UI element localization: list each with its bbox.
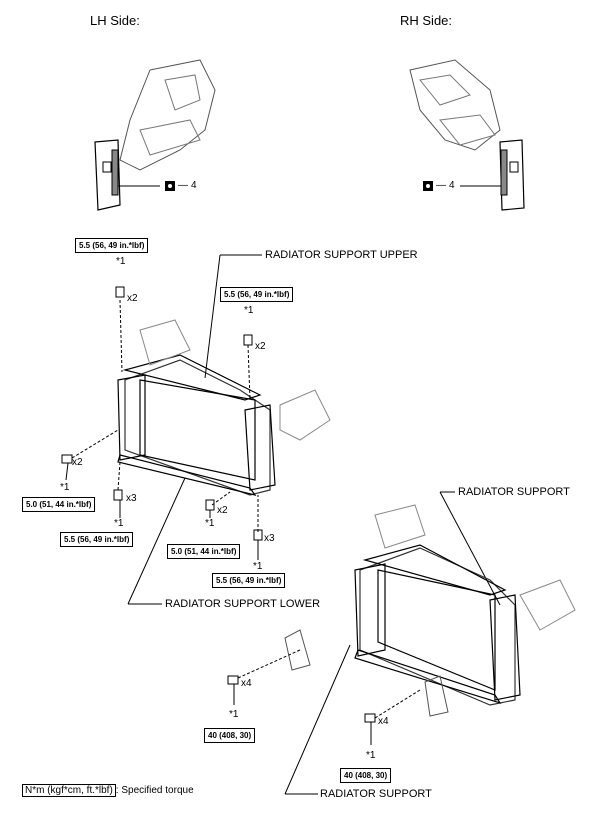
torque-spec-4: 5.5 (56, 49 in.*lbf) [60, 532, 134, 547]
upper-support-frame [117, 354, 276, 496]
qty-m2: x2 [255, 341, 266, 352]
label-radiator-support-bottom: RADIATOR SUPPORT [320, 788, 432, 800]
rh-side-label: RH Side: [400, 13, 453, 28]
qty-m4: x3 [126, 493, 137, 504]
note-marker-1: *1 [116, 256, 126, 267]
lh-bracket-drawing [94, 59, 216, 211]
legend-text: : Specified torque [115, 785, 194, 796]
torque-spec-1: 5.5 (56, 49 in.*lbf) [75, 238, 149, 253]
lh-callout: — 4 [165, 180, 197, 191]
label-radiator-support-lower: RADIATOR SUPPORT LOWER [165, 598, 321, 610]
note-marker-3: *1 [60, 482, 70, 493]
lh-side-label: LH Side: [90, 13, 140, 28]
lh-callout-dash: — [178, 180, 188, 191]
lh-callout-number: 4 [191, 180, 197, 191]
qty-m7: x4 [241, 678, 252, 689]
qty-m3: x2 [72, 457, 83, 468]
fastener-icon [423, 180, 433, 191]
label-radiator-support-upper: RADIATOR SUPPORT UPPER [265, 249, 418, 261]
legend-unit-box: N*m (kgf*cm, ft.*lbf) [22, 784, 116, 797]
fastener-icon [165, 180, 175, 191]
qty-m6: x3 [264, 533, 275, 544]
label-radiator-support-top: RADIATOR SUPPORT [458, 486, 570, 498]
note-marker-2: *1 [244, 305, 254, 316]
qty-m8: x4 [378, 716, 389, 727]
rh-callout: — 4 [423, 180, 455, 191]
rh-bracket-drawing [409, 59, 525, 211]
rh-callout-number: 4 [449, 180, 455, 191]
note-marker-8: *1 [366, 750, 376, 761]
note-marker-6: *1 [253, 561, 263, 572]
torque-spec-7: 40 (408, 30) [204, 728, 256, 743]
rh-callout-dash: — [436, 180, 446, 191]
torque-spec-6: 5.5 (56, 49 in.*lbf) [212, 573, 286, 588]
lower-support-frame [354, 544, 521, 706]
note-marker-5: *1 [205, 518, 215, 529]
qty-m1: x2 [127, 293, 138, 304]
note-marker-4: *1 [114, 518, 124, 529]
torque-spec-2: 5.5 (56, 49 in.*lbf) [220, 287, 294, 302]
torque-spec-5: 5.0 (51, 44 in.*lbf) [167, 544, 241, 559]
note-marker-7: *1 [229, 709, 239, 720]
qty-m5: x2 [217, 505, 228, 516]
torque-spec-8: 40 (408, 30) [340, 768, 392, 783]
torque-legend: N*m (kgf*cm, ft.*lbf): Specified torque [22, 784, 194, 797]
torque-spec-3: 5.0 (51, 44 in.*lbf) [22, 497, 96, 512]
